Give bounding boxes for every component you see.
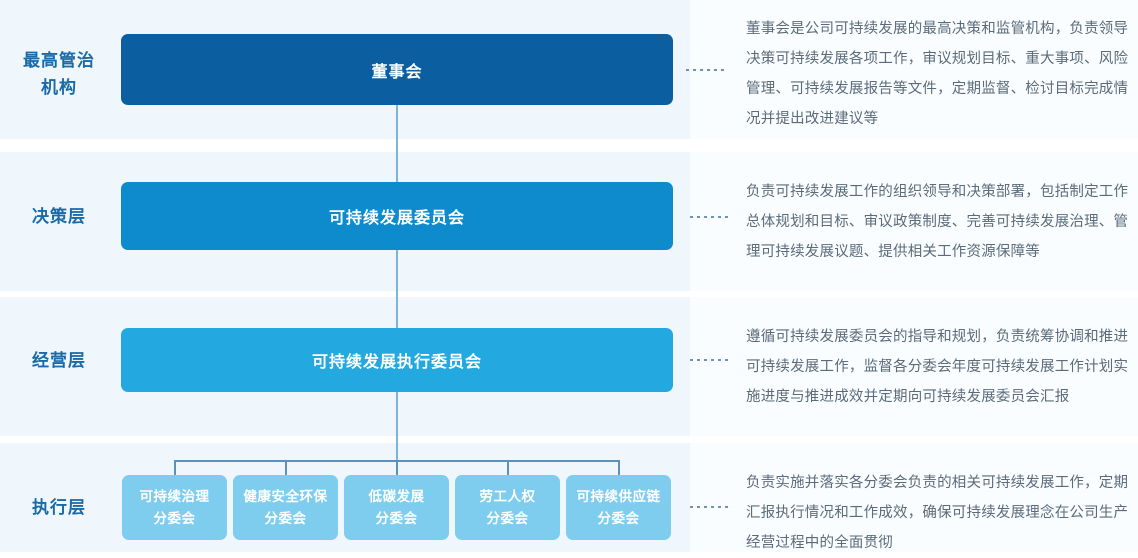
- tier-label-execution: 执行层: [0, 494, 118, 521]
- tier-label-line-1: 最高管治: [23, 51, 95, 70]
- node-label: 董事会: [371, 63, 423, 81]
- subnode-label-line-1: 低碳发展: [368, 488, 425, 504]
- connector-drop-2: [285, 460, 287, 476]
- tier-label-line-2: 机构: [41, 78, 77, 97]
- subnode-low-carbon-development[interactable]: 低碳发展 分委会: [344, 475, 449, 540]
- tier-label-line-1: 决策层: [32, 207, 86, 226]
- dotted-leader-row-3: [690, 359, 730, 361]
- subnode-labor-human-rights[interactable]: 劳工人权 分委会: [455, 475, 560, 540]
- band-right-area: [690, 443, 1138, 552]
- band-right-area: [690, 0, 1138, 139]
- subnode-label-line-2: 分委会: [375, 510, 418, 526]
- subnode-label-line-2: 分委会: [486, 510, 529, 526]
- band-right-area: [690, 297, 1138, 436]
- node-sustainability-committee[interactable]: 可持续发展委员会: [121, 182, 673, 250]
- subnode-label-line-1: 可持续治理: [139, 488, 210, 504]
- description-management-layer: 遵循可持续发展委员会的指导和规划，负责统筹协调和推进可持续发展工作，监督各分委会…: [746, 329, 1129, 405]
- subnode-label-line-2: 分委会: [597, 510, 640, 526]
- subnode-label-line-1: 健康安全环保: [243, 488, 328, 504]
- subnode-sustainable-governance[interactable]: 可持续治理 分委会: [122, 475, 227, 540]
- connector-drop-3: [396, 460, 398, 476]
- description-highest-governance: 董事会是公司可持续发展的最高决策和监管机构，负责领导决策可持续发展各项工作，审议…: [746, 21, 1129, 127]
- dotted-leader-row-4: [690, 506, 730, 508]
- node-board-of-directors[interactable]: 董事会: [121, 34, 673, 105]
- connector-drop-1: [174, 460, 176, 476]
- connector-board-to-committee: [396, 105, 398, 182]
- tier-label-highest-governance: 最高管治 机构: [0, 47, 118, 101]
- subnode-health-safety-environment[interactable]: 健康安全环保 分委会: [233, 475, 338, 540]
- tier-label-management: 经营层: [0, 347, 118, 374]
- dotted-leader-row-2: [690, 216, 730, 218]
- description-decision-layer: 负责可持续发展工作的组织领导和决策部署，包括制定工作总体规划和目标、审议政策制度…: [746, 184, 1129, 260]
- node-sustainability-executive-committee[interactable]: 可持续发展执行委员会: [121, 328, 673, 392]
- band-right-area: [690, 152, 1138, 291]
- subnode-label-line-1: 可持续供应链: [576, 488, 661, 504]
- connector-exec-to-subcommittees: [396, 392, 398, 460]
- subnode-label-line-2: 分委会: [264, 510, 307, 526]
- dotted-leader-row-1: [686, 69, 726, 71]
- node-label: 可持续发展委员会: [328, 210, 465, 227]
- connector-committee-to-exec: [396, 250, 398, 328]
- connector-drop-5: [618, 460, 620, 476]
- tier-label-line-1: 经营层: [32, 351, 86, 370]
- subnode-sustainable-supply-chain[interactable]: 可持续供应链 分委会: [566, 475, 671, 540]
- tier-label-decision: 决策层: [0, 203, 118, 230]
- node-label: 可持续发展执行委员会: [311, 354, 482, 371]
- subnode-label-line-2: 分委会: [153, 510, 196, 526]
- subnode-label-line-1: 劳工人权: [479, 488, 536, 504]
- description-execution-layer: 负责实施并落实各分委会负责的相关可持续发展工作，定期汇报执行情况和工作成效，确保…: [746, 475, 1129, 551]
- tier-band-management: [0, 297, 1138, 436]
- tier-label-line-1: 执行层: [32, 498, 86, 517]
- connector-drop-4: [507, 460, 509, 476]
